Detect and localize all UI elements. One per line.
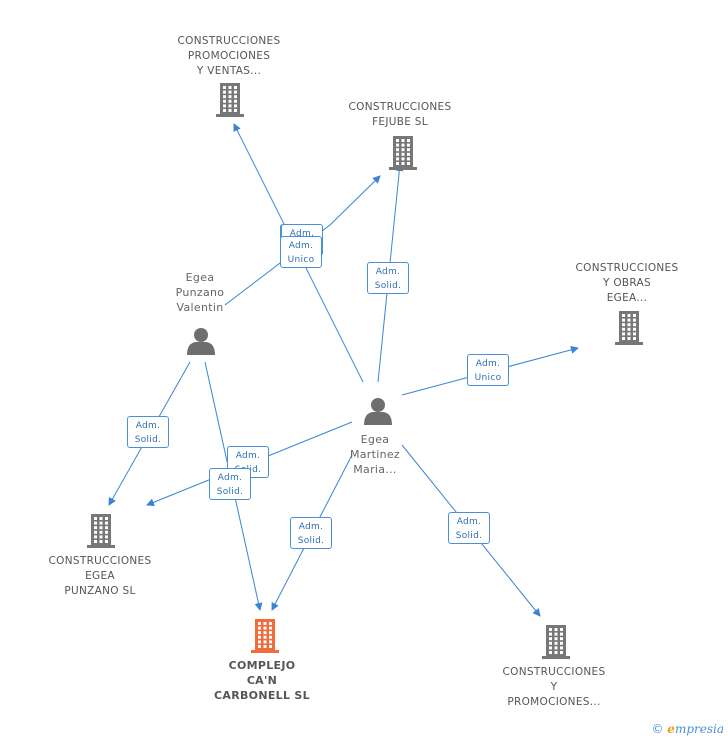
node-label-line: EGEA (85, 570, 115, 582)
edge-label-line: Adm. (289, 229, 315, 239)
edge-label-line: Unico (287, 255, 315, 265)
building-icon-cyp[interactable] (542, 625, 570, 659)
edge-valentin-fejube-b (329, 175, 381, 226)
node-label-cpyv[interactable]: CONSTRUCCIONES PROMOCIONES Y VENTAS... (164, 34, 294, 79)
node-label-line: CONSTRUCCIONES (348, 101, 452, 113)
edge-label-maria-complejo: Adm. Solid. (290, 517, 332, 549)
node-label-line: CONSTRUCCIONES (502, 666, 606, 678)
brand-name: mpresia (674, 722, 724, 736)
node-label-line: PROMOCIONES... (507, 696, 601, 708)
icons-layer (87, 83, 643, 659)
node-label-complejo[interactable]: COMPLEJO CA'N CARBONELL SL (197, 658, 327, 703)
node-label-line: Y OBRAS (602, 277, 652, 289)
building-icon-fejube[interactable] (389, 136, 417, 170)
node-label-fejube[interactable]: CONSTRUCCIONES FEJUBE SL (335, 100, 465, 130)
node-label-line: Egea (185, 271, 215, 284)
node-label-line: EGEA... (606, 292, 648, 304)
edge-label-maria-cyp: Adm. Solid. (448, 512, 490, 544)
edge-label-line: Adm. (217, 473, 243, 483)
edge-label-line: Solid. (374, 281, 402, 291)
person-icon-maria[interactable] (364, 398, 392, 425)
node-label-line: CARBONELL SL (214, 689, 310, 702)
node-label-line: PROMOCIONES (187, 50, 271, 62)
node-label-line: COMPLEJO (228, 659, 296, 672)
node-label-line: CONSTRUCCIONES (177, 35, 281, 47)
edge-label-valentin-fejube: Adm. Unico (280, 236, 322, 268)
node-label-line: CA'N (246, 674, 278, 687)
edge-label-line: Adm. (456, 517, 482, 527)
edge-label-valentin-complejo: Adm. Solid. (209, 468, 251, 500)
node-label-line: FEJUBE SL (372, 116, 428, 128)
edge-label-line: Adm. (298, 522, 324, 532)
brand-initial: e (667, 722, 675, 736)
node-label-obras[interactable]: CONSTRUCCIONES Y OBRAS EGEA... (562, 261, 692, 306)
edge-label-line: Adm. (475, 359, 501, 369)
edge-label-line: Unico (474, 373, 502, 383)
building-icon-complejo[interactable] (251, 619, 279, 653)
edge-label-line: Solid. (455, 531, 483, 541)
node-label-punzano[interactable]: CONSTRUCCIONES EGEA PUNZANO SL (35, 554, 165, 599)
edge-label-line: Solid. (216, 487, 244, 497)
brand-footer[interactable]: © empresia (651, 722, 724, 736)
node-label-line: Valentin (176, 301, 224, 314)
edge-label-line: Adm. (375, 267, 401, 277)
edge-label-line: Adm. (288, 241, 314, 251)
copyright-symbol: © (651, 722, 664, 736)
edge-label-valentin-punzano: Adm. Solid. (127, 416, 169, 448)
node-label-line: Y VENTAS... (196, 65, 262, 77)
node-label-line: Y (550, 681, 558, 693)
edge-label-line: Solid. (297, 536, 325, 546)
node-label-line: Egea (360, 433, 390, 446)
node-label-line: CONSTRUCCIONES (48, 555, 152, 567)
node-label-line: Martinez (349, 448, 401, 461)
building-icon-obras[interactable] (615, 311, 643, 345)
building-icon-cpyv[interactable] (216, 83, 244, 117)
node-label-line: PUNZANO SL (64, 585, 136, 597)
node-label-line: Punzano (175, 286, 225, 299)
edge-label-line: Solid. (134, 435, 162, 445)
edge-label-line: Adm. (135, 421, 161, 431)
node-label-cyp[interactable]: CONSTRUCCIONES Y PROMOCIONES... (489, 665, 619, 710)
edge-label-line: Adm. (235, 451, 261, 461)
edge-label-maria-fejube: Adm. Solid. (367, 262, 409, 294)
node-label-line: Maria... (353, 463, 397, 476)
person-icon-valentin[interactable] (187, 328, 215, 355)
building-icon-punzano[interactable] (87, 514, 115, 548)
edge-label-maria-obras: Adm. Unico (467, 354, 509, 386)
node-label-line: CONSTRUCCIONES (575, 262, 679, 274)
